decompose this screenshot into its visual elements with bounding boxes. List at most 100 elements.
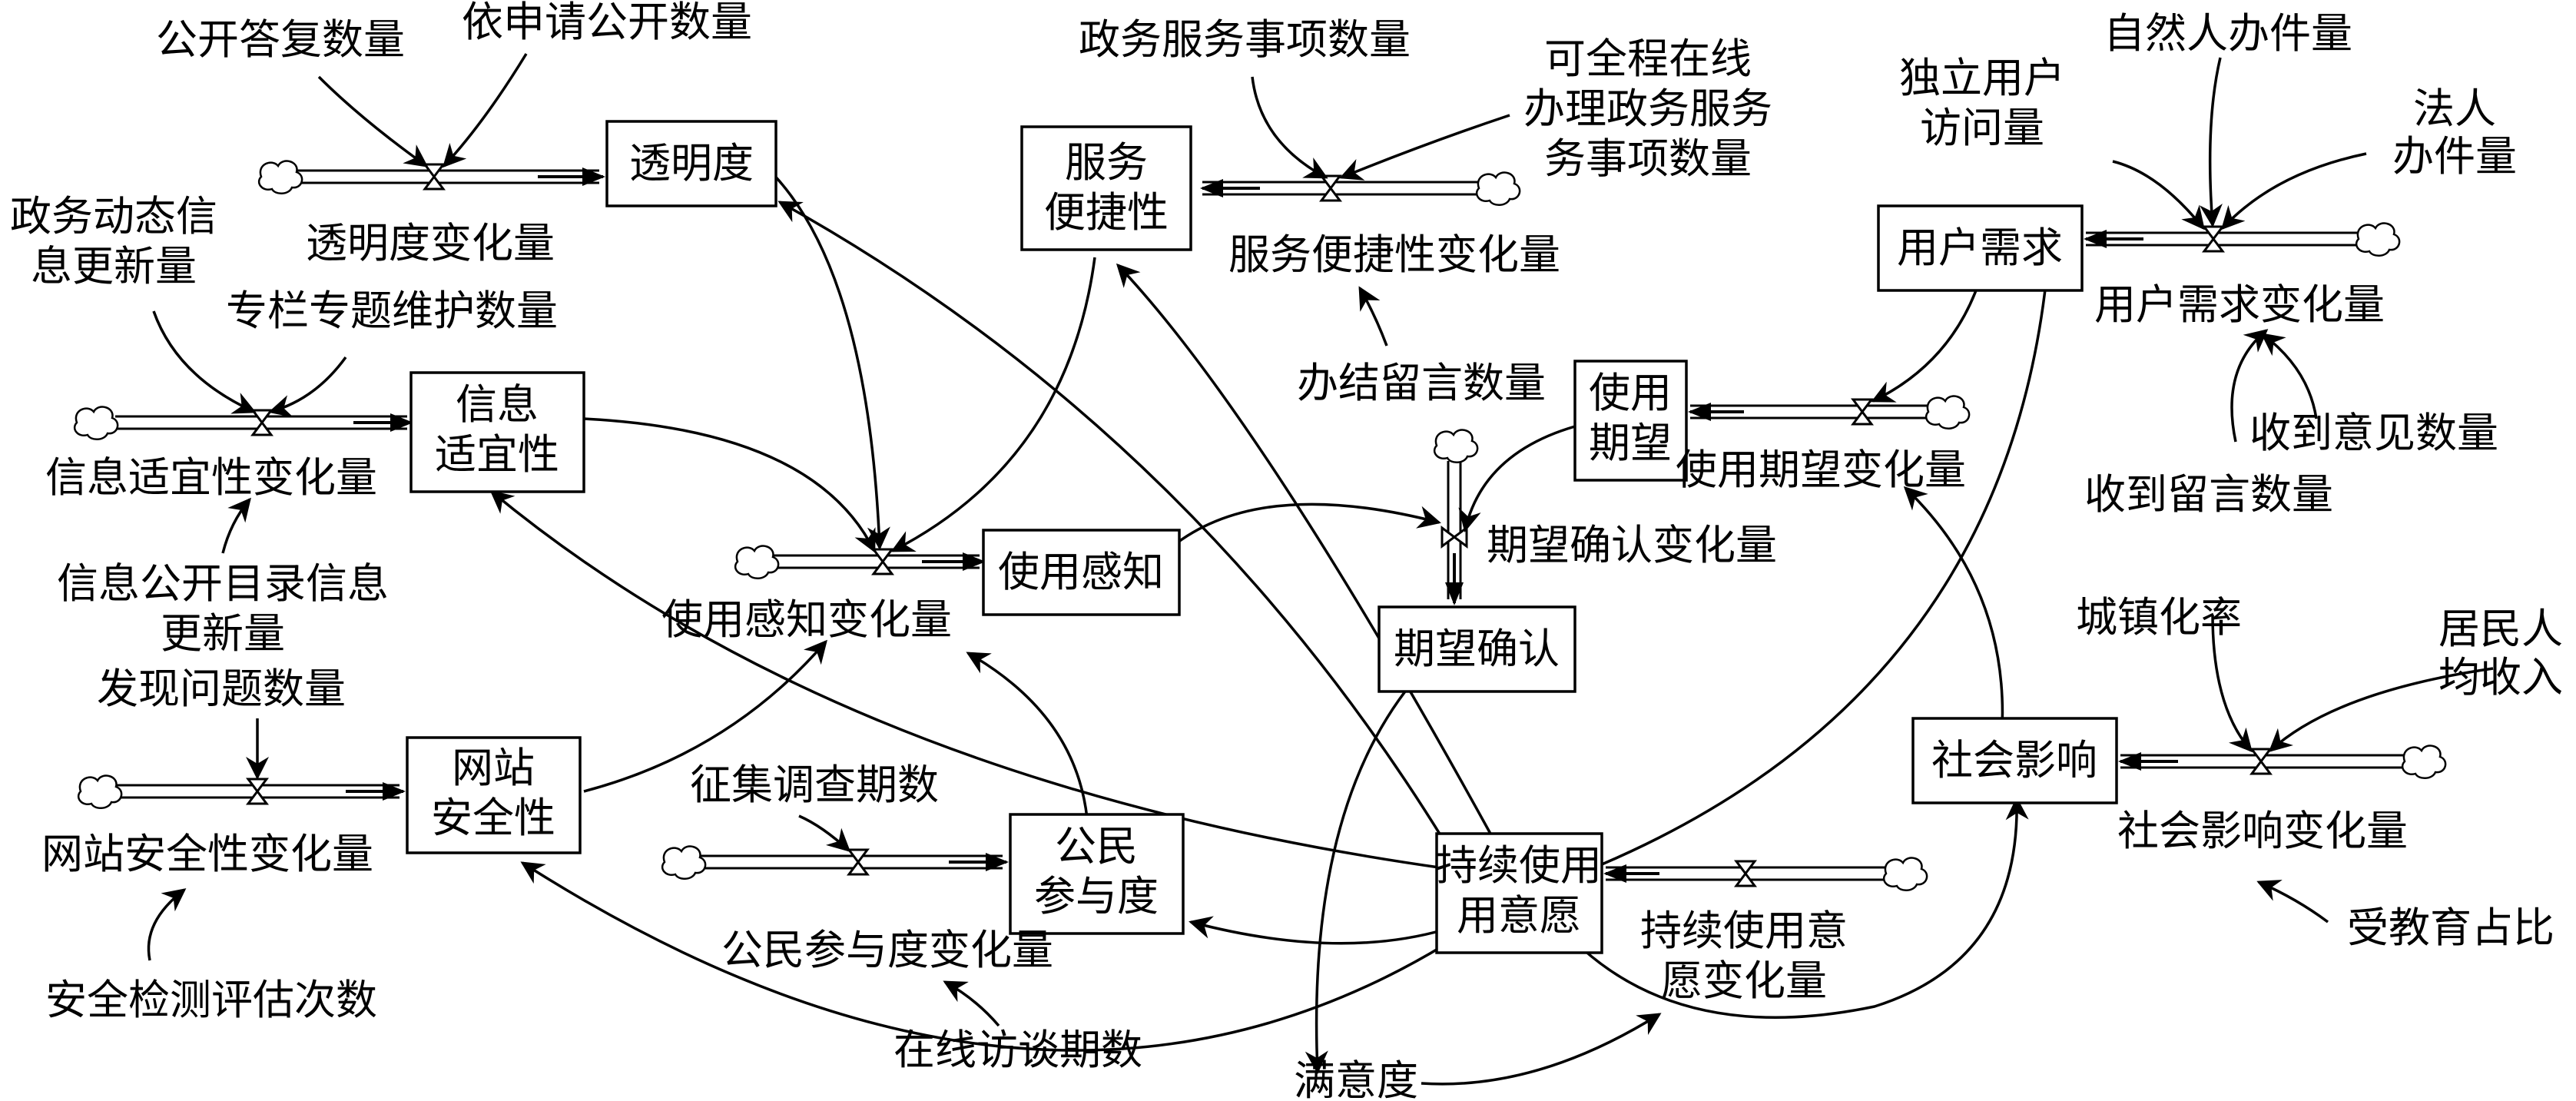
pipe-user-demand xyxy=(2084,230,2362,248)
flow-usage-perception-change: 使用感知变化量 xyxy=(661,595,952,644)
flow-website-security-change: 网站安全性变化量 xyxy=(41,830,373,878)
valve-icon xyxy=(1734,860,1757,887)
aux-satisfaction: 满意度 xyxy=(1294,1056,1418,1101)
cloud-icon xyxy=(257,160,303,194)
valve-icon xyxy=(250,409,274,436)
aux-opinions-received: 收到意见数量 xyxy=(2249,409,2498,457)
pipe-citizen-participation xyxy=(691,853,1009,871)
stock-user-demand-label: 用户需求 xyxy=(1897,224,2063,272)
stock-citizen-participation: 公民 参与度 xyxy=(1009,813,1185,935)
flow-user-demand-change: 用户需求变化量 xyxy=(2094,280,2385,329)
valve-icon xyxy=(423,163,446,191)
aux-education-ratio: 受教育占比 xyxy=(2347,904,2554,952)
stock-usage-perception-label: 使用感知 xyxy=(998,548,1164,596)
stock-info-suitability-line2: 适宜性 xyxy=(435,430,559,479)
flow-continued-use-change-line2: 愿变化量 xyxy=(1661,957,1827,1005)
valve-icon xyxy=(1441,526,1468,549)
flow-service-convenience-change: 服务便捷性变化量 xyxy=(1228,230,1560,279)
aux-gov-news-updates-line2: 息更新量 xyxy=(31,242,197,290)
cloud-icon xyxy=(2401,745,2447,779)
flow-citizen-participation-change: 公民参与度变化量 xyxy=(721,926,1053,974)
flow-usage-expectation-change: 使用期望变化量 xyxy=(1676,446,1966,494)
aux-per-capita-income-line1: 居民人 xyxy=(2438,605,2563,653)
stock-transparency: 透明度 xyxy=(605,120,777,207)
source-clouds xyxy=(73,160,2447,891)
valve-icon xyxy=(847,848,870,876)
stock-service-convenience-line2: 便捷性 xyxy=(1044,188,1169,237)
aux-urbanization: 城镇化率 xyxy=(2076,593,2242,642)
aux-disclosure-requests: 依申请公开数量 xyxy=(462,0,752,46)
cloud-icon xyxy=(734,545,780,579)
stock-expectation-confirm-label: 期望确认 xyxy=(1394,625,1560,673)
aux-independent-users-line2: 访问量 xyxy=(1920,104,2044,152)
stock-website-security: 网站 安全性 xyxy=(406,736,582,854)
aux-independent-users-line1: 独立用户 xyxy=(1899,54,2065,102)
valve-icon xyxy=(1319,174,1342,202)
stock-user-demand: 用户需求 xyxy=(1877,204,2084,292)
aux-online-service-items-line1: 可全程在线 xyxy=(1544,35,1752,83)
stock-usage-expectation: 使用 期望 xyxy=(1573,360,1688,482)
aux-messages-handled: 办结留言数量 xyxy=(1297,359,1546,407)
flow-continued-use-change-line1: 持续使用意 xyxy=(1640,907,1848,955)
cloud-icon xyxy=(661,845,707,880)
pipe-expectation-confirm xyxy=(1445,461,1464,605)
aux-column-maintenance: 专栏专题维护数量 xyxy=(226,287,558,335)
pipe-usage-perception xyxy=(764,552,986,571)
stocks: 透明度 服务 便捷性 用户需求 信息 适宜性 使用 期望 使用感知 期望确认 xyxy=(406,120,2118,954)
pipe-transparency xyxy=(288,167,605,186)
auxiliary-labels: 公开答复数量 依申请公开数量 政务服务事项数量 可全程在线 办理政务服务 务事项… xyxy=(10,0,2563,1101)
aux-legal-person-cases-line1: 法人 xyxy=(2413,85,2496,133)
flow-expectation-confirm-change: 期望确认变化量 xyxy=(1487,521,1777,569)
pipe-usage-expectation xyxy=(1688,403,1932,421)
stock-usage-expectation-line2: 期望 xyxy=(1589,419,1672,467)
aux-messages-received: 收到留言数量 xyxy=(2084,470,2333,519)
cloud-icon xyxy=(1475,171,1521,206)
stock-social-influence-label: 社会影响 xyxy=(1931,736,2097,784)
aux-gov-news-updates-line1: 政务动态信 xyxy=(10,192,217,240)
aux-online-service-items-line2: 办理政务服务 xyxy=(1523,85,1772,133)
cloud-icon xyxy=(73,406,119,440)
stock-citizen-participation-line1: 公民 xyxy=(1055,822,1138,871)
stock-usage-expectation-line1: 使用 xyxy=(1589,369,1672,417)
stock-info-suitability-line1: 信息 xyxy=(456,380,539,429)
aux-interview-periods: 在线访谈期数 xyxy=(893,1026,1142,1074)
cloud-icon xyxy=(2355,222,2401,257)
aux-per-capita-income-line2: 均收入 xyxy=(2438,653,2563,701)
valve-icon xyxy=(246,778,269,805)
aux-natural-person-cases: 自然人办件量 xyxy=(2104,9,2352,58)
flow-valves xyxy=(246,163,2273,887)
stock-continued-use: 持续使用 用意愿 xyxy=(1435,832,1603,954)
stock-service-convenience: 服务 便捷性 xyxy=(1020,125,1192,251)
aux-catalog-updates-line1: 信息公开目录信息 xyxy=(57,559,389,608)
cloud-icon xyxy=(1925,395,1971,429)
aux-disclosure-replies: 公开答复数量 xyxy=(156,15,405,64)
pipe-service-convenience xyxy=(1200,179,1483,197)
stock-service-convenience-line1: 服务 xyxy=(1065,138,1148,187)
flow-info-suitability-change: 信息适宜性变化量 xyxy=(45,453,377,502)
aux-catalog-updates-line2: 更新量 xyxy=(161,609,285,658)
stock-continued-use-line2: 用意愿 xyxy=(1457,891,1581,940)
cloud-icon xyxy=(1433,429,1479,463)
stock-social-influence: 社会影响 xyxy=(1911,717,2118,804)
flow-transparency-change: 透明度变化量 xyxy=(306,219,555,267)
cloud-icon xyxy=(77,774,123,809)
stock-transparency-label: 透明度 xyxy=(629,139,754,187)
aux-problems-found: 发现问题数量 xyxy=(97,665,346,713)
flow-labels: 透明度变化量 服务便捷性变化量 用户需求变化量 信息适宜性变化量 使用期望变化量… xyxy=(41,219,2408,1005)
valve-icon xyxy=(1851,398,1874,426)
aux-online-service-items-line3: 务事项数量 xyxy=(1544,134,1752,183)
cloud-icon xyxy=(1882,857,1928,891)
stock-info-suitability: 信息 适宜性 xyxy=(409,371,585,493)
stock-expectation-confirm: 期望确认 xyxy=(1378,605,1576,693)
stock-website-security-line2: 安全性 xyxy=(431,794,555,842)
stock-website-security-line1: 网站 xyxy=(452,744,535,792)
stock-usage-perception: 使用感知 xyxy=(982,529,1181,616)
aux-gov-service-items: 政务服务事项数量 xyxy=(1079,15,1411,64)
flow-social-influence-change: 社会影响变化量 xyxy=(2117,807,2408,855)
aux-security-assessments: 安全检测评估次数 xyxy=(45,976,377,1024)
causal-links xyxy=(147,53,2494,1086)
valve-icon xyxy=(871,548,894,575)
aux-survey-periods: 征集调查期数 xyxy=(690,761,939,809)
stock-continued-use-line1: 持续使用 xyxy=(1436,841,1602,890)
